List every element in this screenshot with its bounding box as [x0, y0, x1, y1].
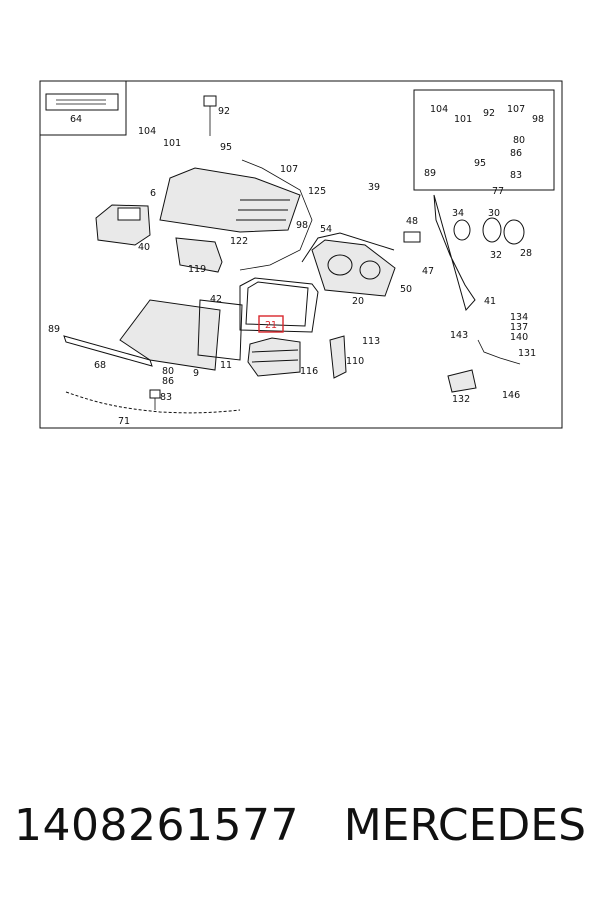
callout-68: 68 [94, 360, 106, 371]
indicator-lens [247, 337, 301, 377]
part-number: 1408261577 [14, 800, 299, 851]
callout-110: 110 [346, 356, 364, 367]
callout-95: 95 [220, 142, 232, 153]
callout-80: 80 [162, 366, 174, 377]
diagram-frame [39, 80, 563, 429]
callout-50: 50 [400, 284, 412, 295]
callout-11: 11 [220, 360, 232, 371]
callout-34: 34 [452, 208, 464, 219]
rear-housing [311, 239, 396, 297]
callout-20: 20 [352, 296, 364, 307]
bulb [403, 231, 421, 243]
inset-callout-107: 107 [507, 104, 525, 115]
callout-125: 125 [308, 186, 326, 197]
callout-131: 131 [518, 348, 536, 359]
inset-callout-80: 80 [513, 135, 525, 146]
callout-30: 30 [488, 208, 500, 219]
callout-92: 92 [218, 106, 230, 117]
callout-28: 28 [520, 248, 532, 259]
label-plate [45, 93, 119, 111]
callout-9: 9 [193, 368, 199, 379]
callout-140: 140 [510, 332, 528, 343]
side-marker [447, 369, 477, 393]
module [175, 237, 223, 273]
harness [433, 194, 476, 312]
ring-30 [482, 217, 502, 243]
lens [119, 299, 221, 371]
inset-callout-83: 83 [510, 170, 522, 181]
callout-86: 86 [162, 376, 174, 387]
callout-83: 83 [160, 392, 172, 403]
bracket [329, 335, 347, 379]
headlamp-housing [159, 167, 301, 233]
callout-122: 122 [230, 236, 248, 247]
inset-callout-104: 104 [430, 104, 448, 115]
inset-callout-77: 77 [492, 186, 504, 197]
seal-strip [301, 232, 395, 263]
callout-116: 116 [300, 366, 318, 377]
trim-strip [63, 335, 153, 367]
highlight-box [258, 315, 284, 333]
ring-28 [503, 219, 525, 245]
gasket-11 [197, 299, 243, 361]
label-box [39, 80, 127, 136]
callout-113: 113 [362, 336, 380, 347]
cap-34 [453, 219, 471, 241]
inset-callout-89: 89 [424, 168, 436, 179]
callout-71: 71 [118, 416, 130, 427]
callout-48: 48 [406, 216, 418, 227]
callout-21: 21 [265, 320, 277, 331]
inset-box [413, 89, 555, 191]
callout-146: 146 [502, 390, 520, 401]
callout-104: 104 [138, 126, 156, 137]
callout-134: 134 [510, 312, 528, 323]
callout-98: 98 [296, 220, 308, 231]
callout-89: 89 [48, 324, 60, 335]
headlight-exploded-diagram: 64 92 95 104 101 107 6 125 39 40 122 119… [39, 80, 563, 429]
inset-callout-92: 92 [483, 108, 495, 119]
inset-callout-86: 86 [510, 148, 522, 159]
callout-143: 143 [450, 330, 468, 341]
callout-132: 132 [452, 394, 470, 405]
callout-64: 64 [70, 114, 82, 125]
callout-39: 39 [368, 182, 380, 193]
callout-41: 41 [484, 296, 496, 307]
callout-6: 6 [150, 188, 156, 199]
callout-137: 137 [510, 322, 528, 333]
frame-42 [239, 277, 319, 333]
callout-40: 40 [138, 242, 150, 253]
callout-119: 119 [188, 264, 206, 275]
callout-54: 54 [320, 224, 332, 235]
lower-strip [65, 391, 241, 414]
screw-83 [149, 389, 161, 399]
callout-42: 42 [210, 294, 222, 305]
brand-name: MERCEDES [343, 800, 586, 851]
inset-callout-98: 98 [532, 114, 544, 125]
callout-107: 107 [280, 164, 298, 175]
callout-101: 101 [163, 138, 181, 149]
inset-callout-95: 95 [474, 158, 486, 169]
inset-callout-101: 101 [454, 114, 472, 125]
control-unit-top [117, 207, 141, 221]
screw-92 [203, 95, 217, 107]
callout-32: 32 [490, 250, 502, 261]
callout-47: 47 [422, 266, 434, 277]
